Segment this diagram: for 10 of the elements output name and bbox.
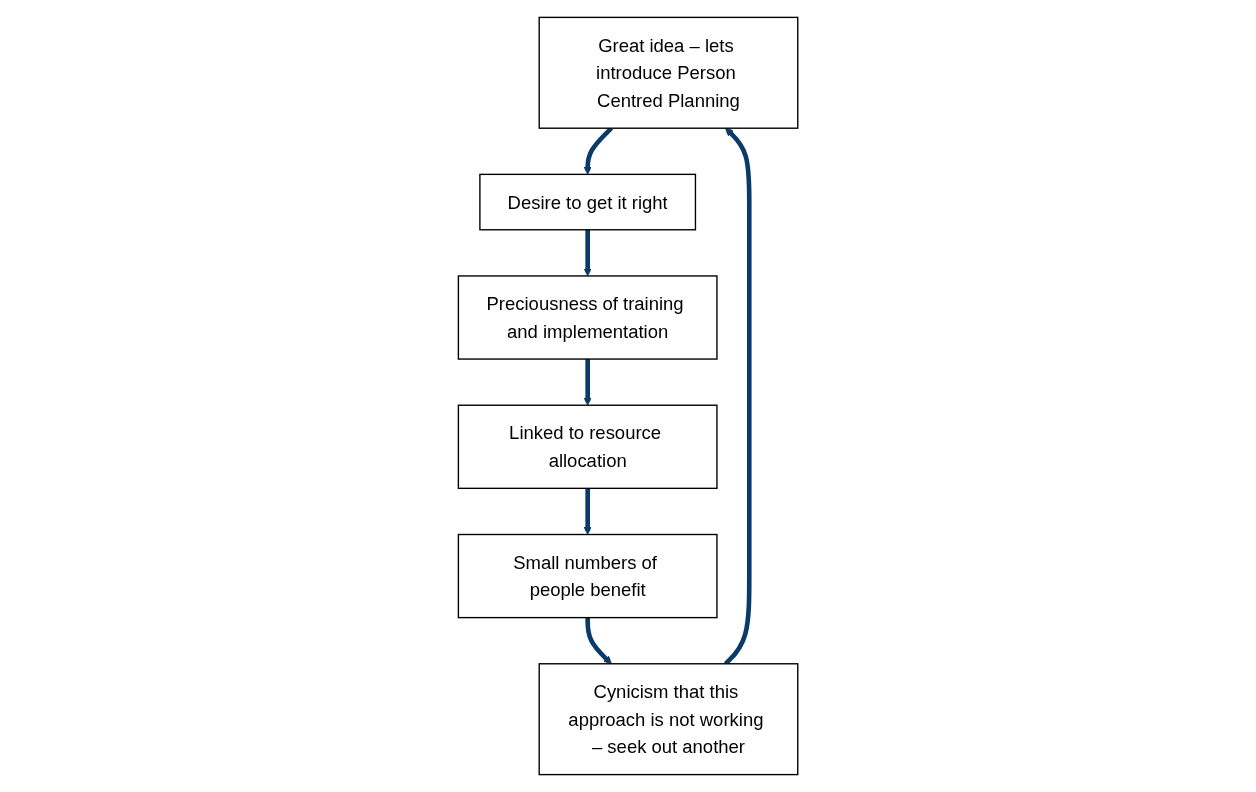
node-box: Desire to get it right <box>479 173 697 231</box>
arrow <box>583 359 592 406</box>
arrow <box>585 617 612 665</box>
arrow <box>583 488 592 535</box>
node-box: Great idea – lets introduce Person Centred Planning <box>538 16 799 129</box>
node-box: Linked to resource allocation <box>457 404 718 490</box>
node-box: Cynicism that this approach is not working – seek out another <box>538 663 799 776</box>
node-box: Preciousness of training and implementation <box>457 275 718 360</box>
arrow <box>583 229 592 277</box>
node-box: Small numbers of people benefit <box>457 533 718 619</box>
